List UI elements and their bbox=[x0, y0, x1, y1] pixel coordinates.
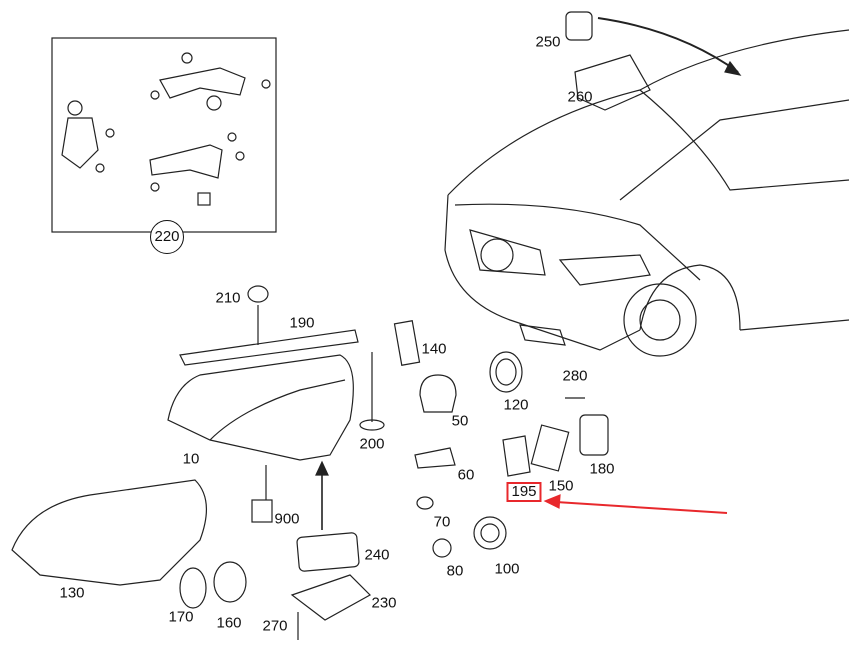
part-label-230[interactable]: 230 bbox=[371, 594, 397, 612]
car-headlight bbox=[558, 254, 651, 286]
part-label-900[interactable]: 900 bbox=[274, 510, 300, 528]
car-emblem bbox=[480, 238, 514, 272]
part-label-240[interactable]: 240 bbox=[364, 546, 390, 564]
part-label-150[interactable]: 150 bbox=[548, 477, 574, 495]
part-label-80[interactable]: 80 bbox=[446, 562, 464, 580]
headlight-assembly bbox=[167, 354, 354, 461]
part-260-shape bbox=[574, 54, 651, 111]
part-label-100[interactable]: 100 bbox=[494, 560, 520, 578]
part-label-130[interactable]: 130 bbox=[59, 584, 85, 602]
part-label-250[interactable]: 250 bbox=[535, 33, 561, 51]
part-label-160[interactable]: 160 bbox=[216, 614, 242, 632]
bracket-upper bbox=[159, 67, 246, 99]
ballast-230 bbox=[290, 574, 371, 621]
inset-callout-220[interactable]: 220 bbox=[150, 220, 184, 254]
highlight-arrow bbox=[555, 501, 728, 514]
part-label-70[interactable]: 70 bbox=[433, 513, 451, 531]
car-front bbox=[444, 194, 641, 351]
part-label-210[interactable]: 210 bbox=[215, 289, 241, 307]
bracket-lower bbox=[149, 144, 223, 179]
trim-strip-190 bbox=[179, 329, 359, 366]
part-label-195-highlighted[interactable]: 195 bbox=[506, 482, 542, 502]
part-label-170[interactable]: 170 bbox=[168, 608, 194, 626]
part-label-200[interactable]: 200 bbox=[359, 435, 385, 453]
part-label-10[interactable]: 10 bbox=[182, 450, 200, 468]
part-label-180[interactable]: 180 bbox=[589, 460, 615, 478]
car-wheel bbox=[623, 283, 697, 357]
part-label-60[interactable]: 60 bbox=[457, 466, 475, 484]
inset-box-220 bbox=[51, 37, 277, 233]
gasket-195-shape bbox=[502, 435, 531, 477]
car-grille bbox=[469, 229, 546, 276]
car-roofline bbox=[447, 29, 849, 196]
part-label-50[interactable]: 50 bbox=[451, 412, 469, 430]
part-label-280[interactable]: 280 bbox=[562, 367, 588, 385]
part-label-270[interactable]: 270 bbox=[262, 617, 288, 635]
bracket-left bbox=[61, 117, 99, 169]
part-label-120[interactable]: 120 bbox=[503, 396, 529, 414]
part-label-260[interactable]: 260 bbox=[567, 88, 593, 106]
part-label-140[interactable]: 140 bbox=[421, 340, 447, 358]
part-label-190[interactable]: 190 bbox=[289, 314, 315, 332]
lens-130 bbox=[11, 479, 208, 586]
